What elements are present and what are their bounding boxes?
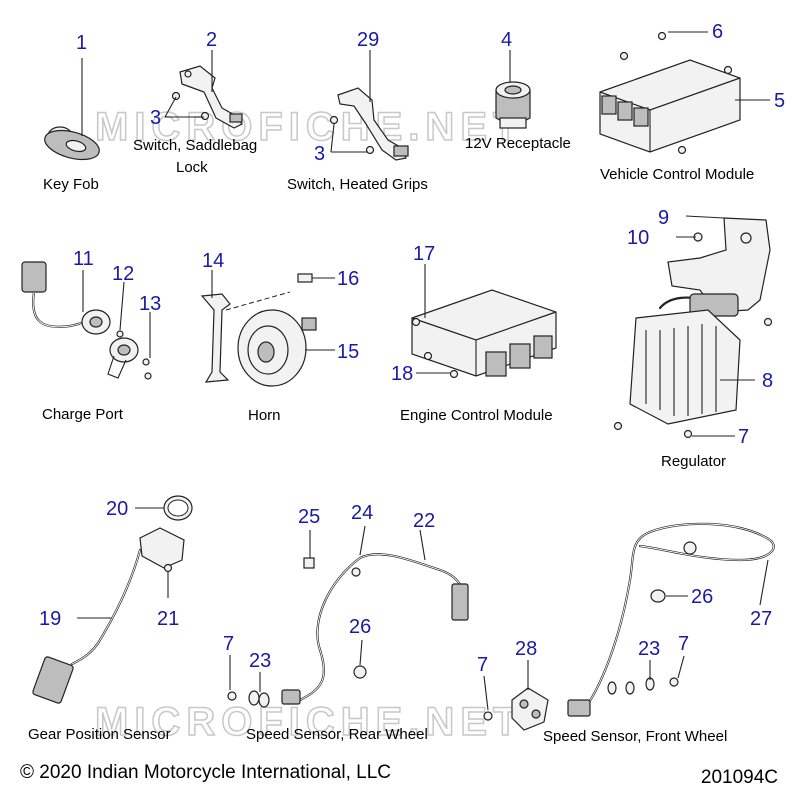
callout-13: 13 — [139, 293, 161, 315]
callout-26-rear: 26 — [349, 616, 371, 638]
callout-22: 22 — [413, 510, 435, 532]
12v-receptacle-illustration — [495, 81, 531, 129]
caption-gear-position-sensor: Gear Position Sensor — [28, 726, 171, 743]
callout-16: 16 — [337, 268, 359, 290]
caption-vehicle-control-module: Vehicle Control Module — [600, 166, 754, 183]
callout-8: 8 — [762, 370, 773, 392]
callout-27: 27 — [750, 608, 772, 630]
watermark-bottom: MICROFICHE.NET — [95, 700, 523, 744]
callout-14: 14 — [202, 250, 224, 272]
callout-23-rear: 23 — [249, 650, 271, 672]
callout-18: 18 — [391, 363, 413, 385]
callout-7-rear: 7 — [223, 633, 234, 655]
callout-17: 17 — [413, 243, 435, 265]
front-speed-sensor-illustration — [483, 522, 775, 731]
rear-speed-sensor-illustration — [227, 553, 469, 708]
callout-3-saddlebag: 3 — [150, 107, 161, 129]
callout-19: 19 — [39, 608, 61, 630]
watermark-top: MICROFICHE.NET — [95, 105, 523, 149]
heated-grips-switch-illustration — [329, 87, 409, 161]
callout-28: 28 — [515, 638, 537, 660]
horn-illustration — [200, 273, 317, 387]
callout-4: 4 — [501, 29, 512, 51]
caption-switch-saddlebag: Switch, Saddlebag — [133, 137, 257, 154]
engine-control-module-illustration — [411, 289, 557, 379]
callout-11: 11 — [73, 248, 94, 270]
callout-6: 6 — [712, 21, 723, 43]
callout-12: 12 — [112, 263, 134, 285]
callout-21: 21 — [157, 608, 179, 630]
callout-7-regulator: 7 — [738, 426, 749, 448]
caption-charge-port: Charge Port — [42, 406, 124, 423]
callout-15: 15 — [337, 341, 359, 363]
caption-12v-receptacle: 12V Receptacle — [465, 135, 571, 152]
regulator-illustration — [613, 217, 773, 439]
caption-regulator: Regulator — [661, 453, 726, 470]
caption-switch-saddlebag-lock: Lock — [176, 159, 208, 176]
callout-20: 20 — [106, 498, 128, 520]
diagram-code: 201094C — [700, 767, 778, 788]
callout-25: 25 — [298, 506, 320, 528]
caption-switch-heated-grips: Switch, Heated Grips — [287, 176, 428, 193]
callout-23-front: 23 — [638, 638, 660, 660]
callout-26-front: 26 — [691, 586, 713, 608]
callout-7-front-right: 7 — [678, 633, 689, 655]
callout-7-front-left: 7 — [477, 654, 488, 676]
caption-key-fob: Key Fob — [43, 176, 99, 193]
vehicle-control-module-illustration — [599, 31, 741, 155]
callout-3-heated-grips: 3 — [314, 143, 325, 165]
callout-29: 29 — [357, 29, 379, 51]
callout-24: 24 — [351, 502, 373, 524]
callout-10: 10 — [627, 227, 649, 249]
copyright-text: © 2020 Indian Motorcycle International, … — [20, 762, 391, 783]
callout-9: 9 — [658, 207, 669, 229]
key-fob-illustration — [44, 126, 100, 161]
gear-position-sensor-illustration — [32, 495, 193, 704]
caption-speed-sensor-front: Speed Sensor, Front Wheel — [543, 728, 727, 745]
saddlebag-switch-illustration — [171, 65, 243, 129]
callout-1: 1 — [76, 32, 87, 54]
caption-engine-control-module: Engine Control Module — [400, 407, 553, 424]
caption-horn: Horn — [248, 407, 281, 424]
callout-5: 5 — [774, 90, 785, 112]
callout-2: 2 — [206, 29, 217, 51]
charge-port-illustration — [21, 261, 152, 380]
caption-speed-sensor-rear: Speed Sensor, Rear Wheel — [246, 726, 428, 743]
